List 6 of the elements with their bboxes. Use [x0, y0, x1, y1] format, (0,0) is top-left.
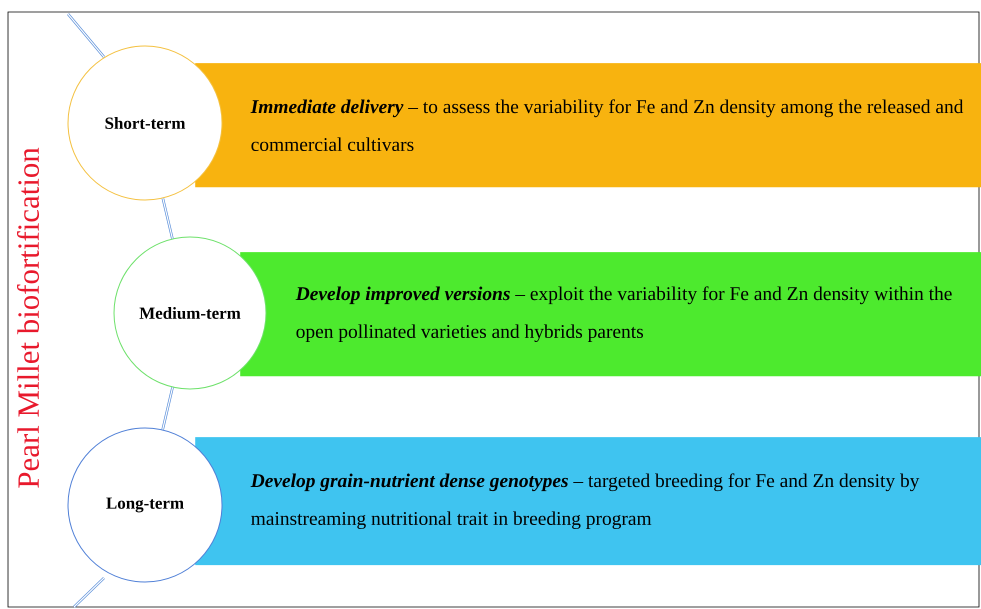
text-band: Develop improved versions – exploit the variability for Fe and Zn density within the open pollinated varieties and hybrids parents — [240, 252, 981, 376]
arc-line — [162, 198, 174, 239]
text-band: Develop grain-nutrient dense genotypes – targeted breeding for Fe and Zn density by mainstreaming nutritional trait in breeding program — [195, 437, 981, 566]
arc-line — [161, 387, 174, 430]
title: Pearl Millet biofortification — [16, 148, 40, 488]
text-band: Immediate delivery – to assess the variability for Fe and Zn density among the released and commercial cultivars — [195, 63, 981, 188]
